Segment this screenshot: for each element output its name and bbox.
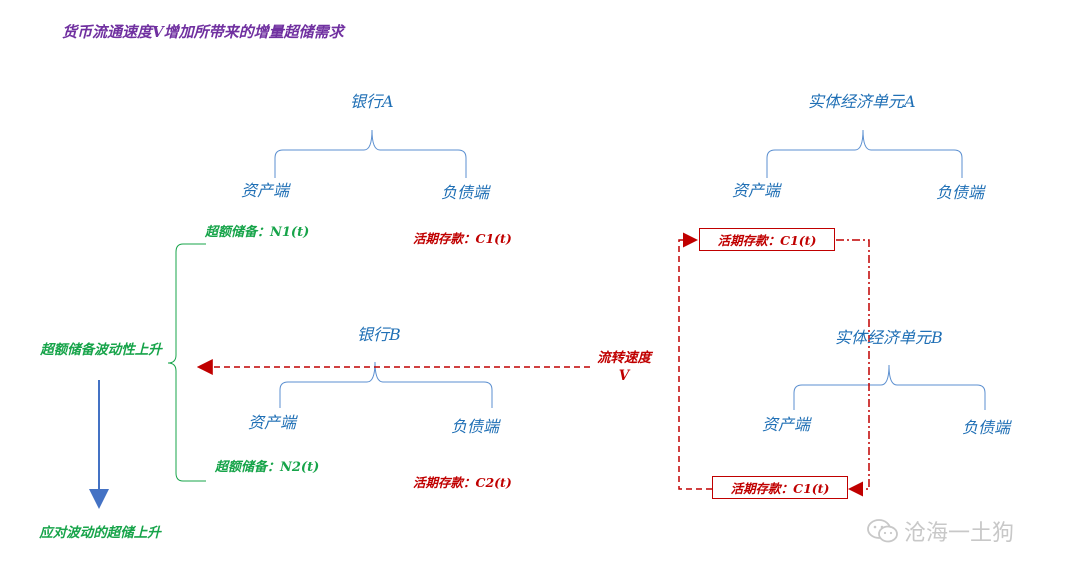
entity-a-deposit-box: 活期存款：C1(t) <box>699 228 835 251</box>
entity-a-liability-label: 负债端 <box>936 183 985 202</box>
watermark-text: 沧海一土狗 <box>904 521 1015 546</box>
reserve-brace <box>167 243 206 482</box>
bank-b-label: 银行B <box>357 325 401 344</box>
bank-b-asset-label: 资产端 <box>248 413 297 432</box>
flow-loop-right <box>836 239 870 497</box>
entity-b-asset-label: 资产端 <box>762 415 811 434</box>
wechat-icon <box>867 519 898 543</box>
bank-a-asset-label: 资产端 <box>241 181 290 200</box>
entity-a-asset-label: 资产端 <box>732 181 781 200</box>
entity-b-brace <box>793 364 986 410</box>
bank-a-label: 银行A <box>350 92 394 111</box>
bank-a-liability-label: 负债端 <box>441 183 490 202</box>
flow-loop-left <box>678 232 712 490</box>
volatility-label: 超额储备波动性上升 <box>40 342 162 358</box>
bank-a-reserve-label: 超额储备：N1(t) <box>205 225 310 240</box>
watermark: 沧海一土狗 <box>866 515 1014 547</box>
entity-b-deposit-box: 活期存款：C1(t) <box>712 476 848 499</box>
page-title: 货币流通速度V增加所带来的增量超储需求 <box>62 23 344 41</box>
entity-b-label: 实体经济单元B <box>835 328 943 347</box>
bank-b-deposit-label: 活期存款：C2(t) <box>413 475 512 490</box>
bank-b-brace <box>279 361 493 408</box>
bank-a-brace <box>274 129 467 178</box>
result-label: 应对波动的超储上升 <box>39 525 161 541</box>
entity-a-label: 实体经济单元A <box>808 92 916 111</box>
bank-b-liability-label: 负债端 <box>451 417 500 436</box>
entity-b-liability-label: 负债端 <box>962 418 1011 437</box>
entity-a-brace <box>766 129 963 178</box>
bank-b-reserve-label: 超额储备：N2(t) <box>215 460 320 475</box>
velocity-label: 流转速度V <box>597 350 651 385</box>
bank-a-deposit-label: 活期存款：C1(t) <box>413 231 512 246</box>
